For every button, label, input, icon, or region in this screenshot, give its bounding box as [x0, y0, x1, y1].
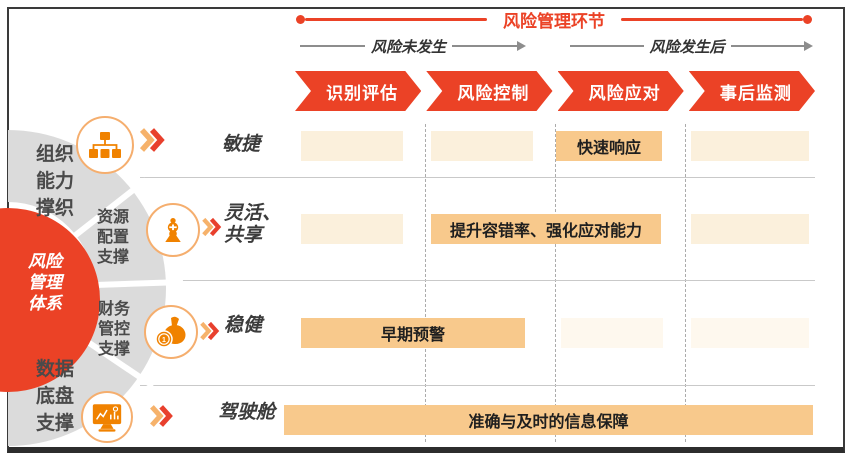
row-label-flexible-shared: 灵活、共享 [224, 203, 282, 246]
stage-chevron-band: 识别评估 风险控制 风险应对 事后监测 [295, 71, 815, 111]
arrowhead-icon [804, 41, 814, 51]
arrowhead-icon [517, 41, 527, 51]
dashboard-icon [81, 391, 133, 443]
core-label: 风险管理体系 [28, 252, 62, 313]
support-label-resources: 资源配置支撑 [97, 209, 130, 266]
svg-text:1: 1 [162, 337, 166, 344]
phase-after-arrow: 风险发生后 [570, 36, 814, 56]
row-divider [140, 177, 815, 178]
stage-risk-control: 风险控制 [426, 71, 552, 111]
double-chevron-icon [201, 217, 225, 242]
column-divider [425, 124, 426, 442]
matrix-cell [561, 318, 663, 348]
highlight-fault-tolerance: 提升容错率、强化应对能力 [431, 214, 661, 244]
stage-risk-response: 风险应对 [558, 71, 684, 111]
row-label-cockpit: 驾驶舱 [218, 402, 276, 423]
matrix-cell [431, 131, 533, 161]
highlight-early-warning: 早期预警 [301, 318, 525, 348]
double-chevron-icon [199, 321, 223, 346]
matrix-cell [301, 131, 403, 161]
matrix-cell [691, 214, 809, 244]
row-label-agile: 敏捷 [222, 134, 261, 155]
matrix-cell [691, 131, 809, 161]
phase-before-label: 风险未发生 [371, 38, 447, 56]
rail-dot-left [296, 14, 305, 24]
title-rail: 风险管理环节 [296, 10, 812, 31]
matrix-cell [691, 318, 809, 348]
column-divider [555, 124, 556, 442]
double-chevron-icon [149, 404, 177, 433]
row-divider [176, 280, 815, 281]
row-divider [140, 385, 815, 386]
highlight-quick-response: 快速响应 [556, 131, 662, 161]
column-divider [685, 124, 686, 442]
highlight-info-guarantee: 准确与及时的信息保障 [284, 405, 813, 435]
rail-line-left [305, 17, 487, 21]
phase-before-arrow: 风险未发生 [300, 36, 527, 56]
row-label-steady: 稳健 [224, 315, 263, 336]
money-bag-icon: 1 [144, 305, 198, 359]
double-chevron-icon [139, 127, 169, 158]
phase-after-label: 风险发生后 [649, 38, 725, 56]
support-label-organization: 组织能力撑织 [36, 144, 75, 219]
stage-post-monitoring: 事后监测 [689, 71, 815, 111]
org-chart-icon [76, 116, 134, 174]
rail-dot-right [803, 14, 812, 24]
rail-line-right [621, 17, 803, 21]
stage-identify-assess: 识别评估 [295, 71, 421, 111]
diagram-title: 风险管理环节 [503, 11, 605, 31]
support-label-finance: 财务管控支撑 [98, 301, 131, 358]
support-label-data: 数据底盘支撑 [36, 359, 75, 434]
chess-piece-icon: ♝ [146, 203, 200, 257]
matrix-cell [301, 214, 403, 244]
